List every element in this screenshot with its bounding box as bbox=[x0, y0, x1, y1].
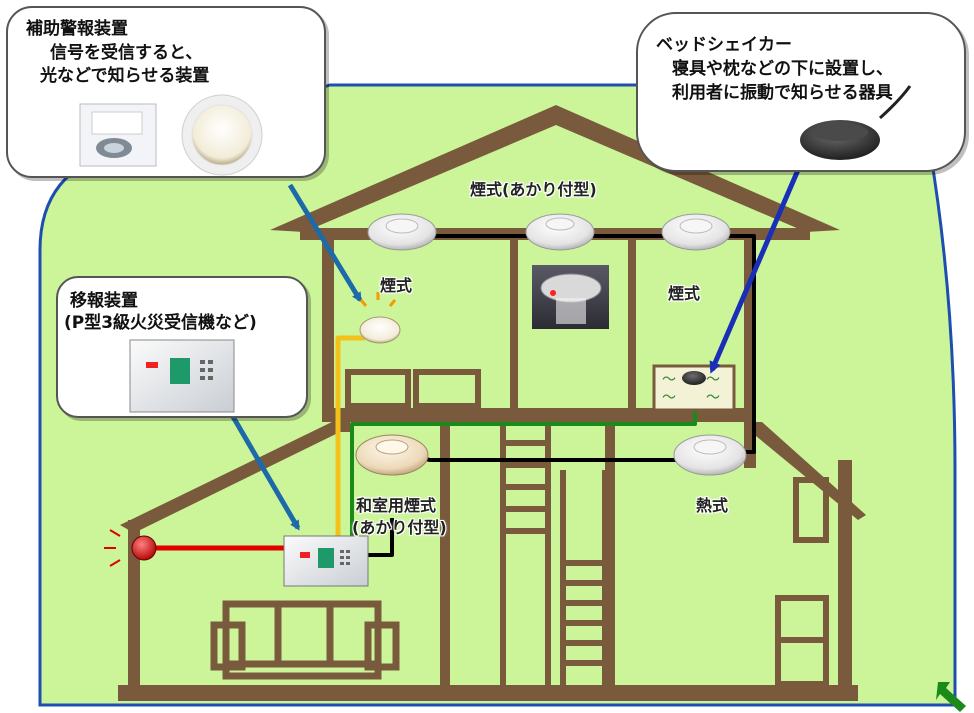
auxiliary-alarm-lamp bbox=[359, 292, 401, 344]
label-smoke-left: 煙式 bbox=[380, 276, 413, 295]
kitchen-counter bbox=[775, 477, 829, 687]
smoke-detector-lighted bbox=[525, 213, 595, 251]
heat-detector bbox=[673, 434, 747, 476]
washitsu-smoke-detector bbox=[355, 434, 429, 476]
callout-auxiliary-alarm: 補助警報装置 信号を受信すると、 光などで知らせる装置 bbox=[6, 6, 326, 178]
smoke-detector-right bbox=[661, 213, 731, 251]
callout-bed-shaker: ベッドシェイカー 寝具や枕などの下に設置し、 利用者に振動で知らせる器具 bbox=[636, 12, 966, 172]
callout-auxiliary-alarm-title: 補助警報装置 bbox=[26, 19, 128, 39]
callout-auxiliary-alarm-line1: 信号を受信すると、 bbox=[50, 43, 203, 63]
external-alarm-bell bbox=[104, 529, 157, 567]
svg-text:〜: 〜 bbox=[706, 372, 720, 388]
pointer-transfer-device bbox=[229, 413, 301, 531]
living-room-sofa bbox=[210, 600, 400, 680]
return-arrow-icon bbox=[936, 682, 966, 712]
label-washitsu-line2: (あかり付型) bbox=[352, 518, 447, 537]
upstairs-sofa bbox=[345, 369, 481, 409]
callout-transfer-device-title: 移報装置 bbox=[70, 291, 138, 311]
transfer-device-panel bbox=[283, 535, 369, 587]
label-heat: 熱式 bbox=[696, 496, 729, 515]
callout-bed-shaker-title: ベッドシェイカー bbox=[656, 35, 792, 55]
house bbox=[118, 105, 866, 701]
callout-bed-shaker-line2: 利用者に振動で知らせる器具 bbox=[672, 83, 893, 103]
label-washitsu-line1: 和室用煙式 bbox=[356, 496, 437, 515]
svg-text:〜: 〜 bbox=[662, 372, 676, 388]
pointer-auxiliary-alarm bbox=[287, 183, 363, 303]
svg-text:〜: 〜 bbox=[706, 390, 720, 406]
pointer-bed-shaker bbox=[709, 169, 801, 374]
smoke-detector-left bbox=[367, 213, 437, 251]
lighted-detector-photo bbox=[532, 265, 609, 329]
callout-transfer-device-line1: (P型3級火災受信機など) bbox=[64, 313, 257, 333]
label-smoke-right: 煙式 bbox=[668, 284, 701, 303]
callout-bed-shaker-line1: 寝具や枕などの下に設置し、 bbox=[672, 59, 893, 79]
label-smoke-lighted: 煙式(あかり付型) bbox=[470, 180, 597, 199]
callout-transfer-device: 移報装置 (P型3級火災受信機など) bbox=[56, 276, 308, 418]
wire-yellow bbox=[335, 335, 365, 536]
staircase bbox=[500, 425, 608, 685]
svg-text:〜: 〜 bbox=[662, 390, 676, 406]
wire-black-panel bbox=[366, 518, 394, 557]
bed-with-shaker: 〜 〜 〜 〜 bbox=[652, 364, 736, 412]
callout-auxiliary-alarm-line2: 光などで知らせる装置 bbox=[40, 66, 210, 86]
